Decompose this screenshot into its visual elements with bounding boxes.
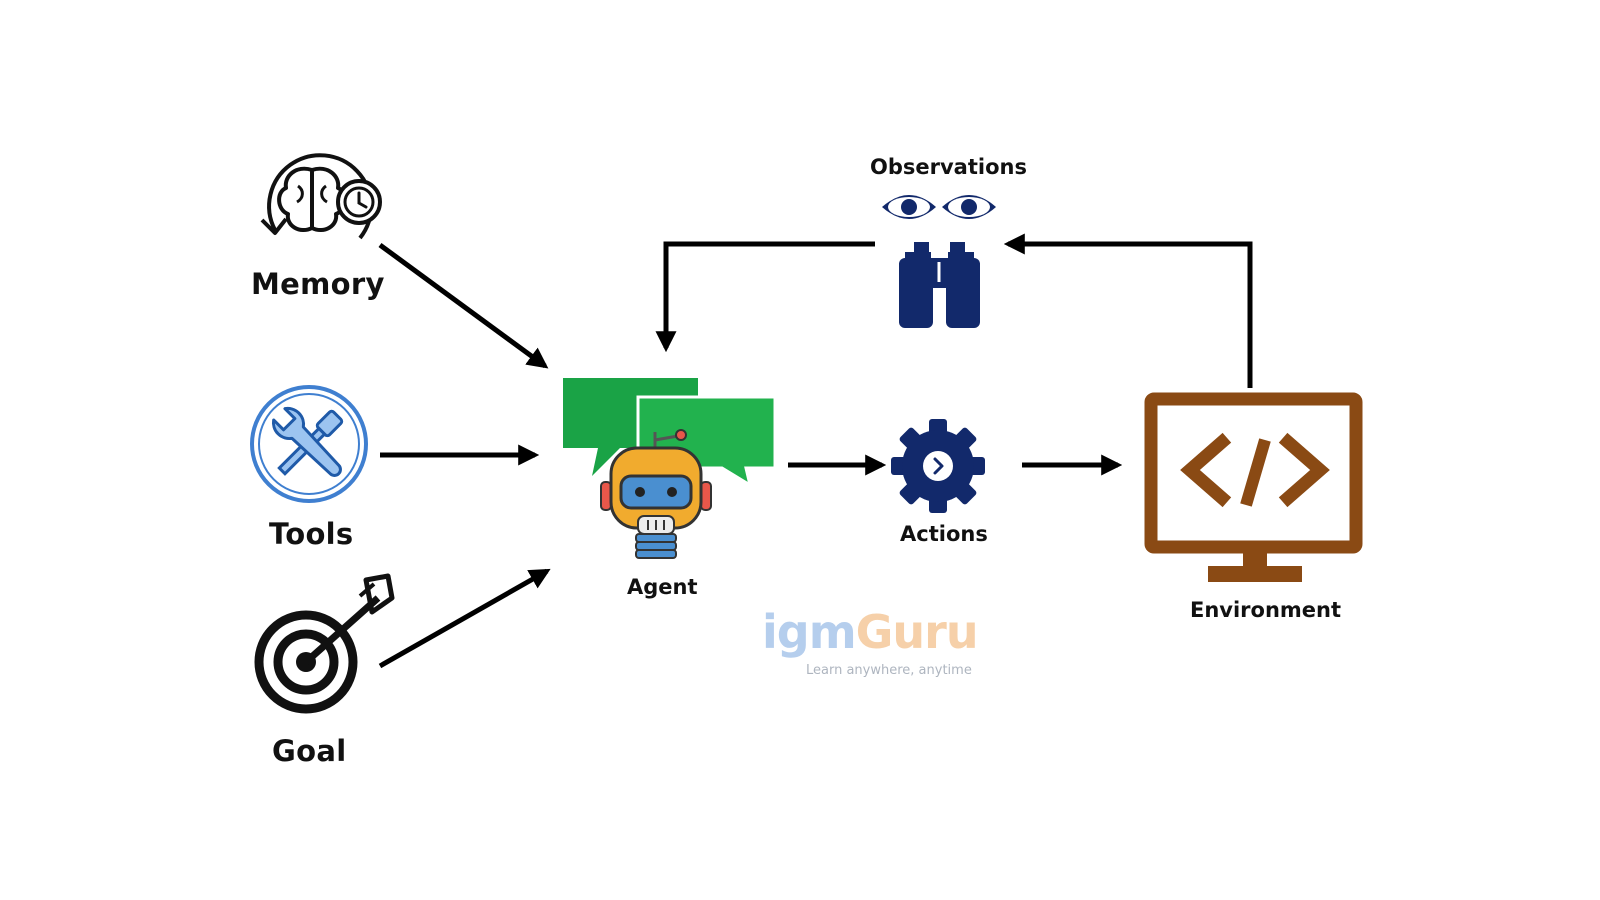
binoculars-icon bbox=[882, 195, 996, 328]
watermark-brand-part2: Guru bbox=[855, 605, 979, 659]
arrow-memory-to-agent bbox=[378, 242, 549, 369]
arrow-goal-to-agent bbox=[378, 568, 551, 669]
arrow-environment-to-observations bbox=[1003, 233, 1253, 388]
robot-agent-icon bbox=[563, 378, 777, 559]
watermark-brand-part1: igm bbox=[762, 605, 857, 659]
gear-icon bbox=[891, 419, 985, 513]
watermark-logo: igmGuru bbox=[762, 605, 979, 659]
target-icon bbox=[254, 573, 395, 714]
goal-label: Goal bbox=[272, 734, 347, 768]
watermark-tagline: Learn anywhere, anytime bbox=[806, 663, 972, 678]
tools-icon bbox=[250, 385, 368, 503]
memory-label: Memory bbox=[251, 267, 385, 301]
tools-label: Tools bbox=[269, 517, 354, 551]
arrows bbox=[378, 233, 1253, 669]
actions-label: Actions bbox=[900, 522, 988, 546]
arrow-observations-to-agent bbox=[655, 241, 875, 353]
code-monitor-icon bbox=[1144, 392, 1363, 582]
environment-label: Environment bbox=[1190, 598, 1342, 622]
agent-label: Agent bbox=[627, 575, 698, 599]
observations-label: Observations bbox=[870, 155, 1027, 179]
brain-memory-icon bbox=[260, 153, 382, 240]
